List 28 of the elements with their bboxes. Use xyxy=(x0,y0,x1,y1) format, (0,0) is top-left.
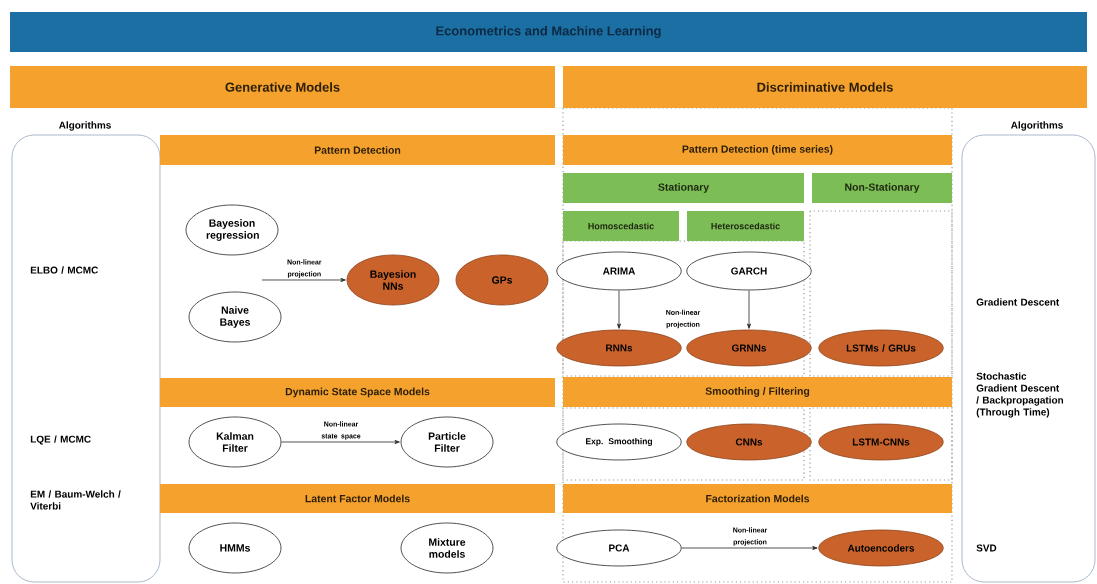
algorithm-label: EM / Baum-Welch / Viterbi xyxy=(30,490,121,510)
section-band: Generative Models xyxy=(10,66,555,108)
section-band: Discriminative Models xyxy=(563,66,1087,108)
arrow xyxy=(617,290,621,329)
section-band: Pattern Detection xyxy=(160,135,555,165)
section-band: Pattern Detection (time series) xyxy=(563,135,952,165)
algorithm-label: ELBO / MCMC xyxy=(30,266,98,274)
algorithm-label: SVD xyxy=(976,544,997,552)
algorithms-panel xyxy=(961,134,1096,583)
section-band: Smoothing / Filtering xyxy=(563,377,952,407)
section-band: Latent Factor Models xyxy=(160,484,555,513)
algorithms-panel xyxy=(11,134,161,583)
algorithm-label: LQE / MCMC xyxy=(30,435,91,445)
panel-heading: Algorithms xyxy=(1010,121,1063,131)
panel-heading: Algorithms xyxy=(58,121,111,131)
category-band: Stationary xyxy=(563,173,804,203)
arrow xyxy=(281,440,400,444)
title-banner: Econometrics and Machine Learning xyxy=(10,12,1087,52)
category-band: Homoscedastic xyxy=(563,211,679,241)
category-band: Heteroscedastic xyxy=(687,211,804,241)
section-band: Factorization Models xyxy=(563,484,952,513)
arrow xyxy=(261,278,346,282)
algorithm-label: Stochastic Gradient Descent / Backpropagation (Through Time) xyxy=(976,372,1064,418)
arrow xyxy=(747,290,751,329)
arrow xyxy=(681,546,818,550)
section-band: Dynamic State Space Models xyxy=(160,378,555,407)
category-band: Non-Stationary xyxy=(812,173,952,203)
algorithm-label: Gradient Descent xyxy=(976,298,1060,306)
